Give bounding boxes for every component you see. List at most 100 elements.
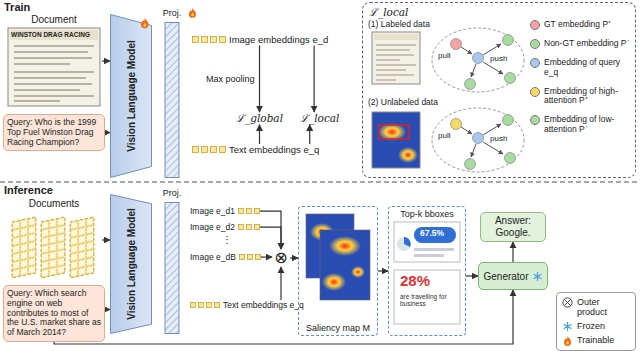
text-label: pull	[438, 131, 450, 140]
text-label: Train	[4, 1, 30, 14]
stage-label: Saliency map M	[306, 323, 370, 333]
frozen-icon	[532, 271, 543, 282]
query-box: Query: Which search engine on web contri…	[3, 285, 105, 342]
text-label: push	[490, 54, 507, 63]
line-shape	[471, 144, 476, 157]
generator-box: Generator	[478, 262, 548, 290]
circle-shape	[473, 53, 484, 64]
image-embedding-row: Image e_dB	[190, 252, 261, 262]
path-shape	[404, 237, 411, 247]
projection-layer: Proj.	[158, 188, 186, 334]
loss-name: ℒ_local	[300, 112, 339, 125]
connector	[512, 242, 513, 262]
text-label: 28%	[400, 272, 430, 289]
rect-shape	[394, 270, 460, 324]
ellipse-shape	[432, 28, 524, 92]
rect-shape	[165, 203, 179, 334]
legend-text: Trainable	[577, 335, 614, 345]
rect-shape	[165, 23, 179, 178]
image-embedding-row: Image e_d1	[190, 206, 260, 216]
circle-shape	[465, 79, 476, 90]
legend-swatch	[530, 20, 540, 30]
path-shape	[141, 18, 149, 28]
circle-shape	[451, 39, 462, 50]
text-label: 67.5%	[420, 229, 444, 239]
polygon-shape	[111, 195, 152, 334]
rect-shape	[247, 254, 252, 259]
polygon-shape	[111, 15, 152, 178]
connector	[259, 45, 260, 112]
rect-shape	[220, 36, 226, 42]
global-loss: ℒ_global	[236, 112, 283, 125]
ellipse-shape	[329, 236, 361, 256]
rect-shape	[199, 302, 204, 307]
text-label: are travelling for business	[400, 293, 456, 308]
g-shape	[41, 217, 65, 278]
legend-text: Embedding of query e_q	[544, 58, 634, 78]
hatched-band	[158, 22, 186, 178]
embedding-label: Image e_dB	[190, 252, 236, 262]
connector	[309, 125, 310, 144]
rect-shape	[202, 36, 208, 42]
legend-item: Frozen	[562, 321, 630, 332]
legend-text: Embedding of high-attention P⁺	[544, 87, 634, 107]
rect-shape	[320, 230, 370, 300]
connector	[105, 309, 110, 310]
embedding-squares	[190, 302, 220, 309]
text-label: WINSTON DRAG RACING	[11, 31, 90, 38]
image-heading: Documents	[6, 198, 102, 210]
rect-shape	[246, 208, 251, 213]
rect-shape	[238, 224, 243, 229]
circle-shape	[505, 73, 516, 84]
vision-language-model: Vision Language Model	[110, 194, 152, 334]
text-label: (2) Unlabeled data	[368, 98, 438, 108]
rect-shape	[10, 30, 98, 40]
legend-text: Embedding of low-attention P⁻	[544, 115, 634, 135]
legend-text: Outer product	[577, 297, 630, 318]
rect-shape	[239, 254, 244, 259]
circle-shape	[503, 115, 514, 126]
text-label: ⋮	[222, 234, 232, 246]
line-shape	[483, 44, 501, 55]
rect-shape	[220, 146, 226, 152]
path-shape	[564, 299, 570, 305]
ellipse-shape	[322, 273, 346, 291]
rect-shape	[211, 146, 217, 152]
rect-shape	[372, 32, 420, 84]
connector	[105, 132, 110, 133]
rect-shape	[379, 125, 409, 139]
document-image: Document	[6, 14, 102, 108]
legend-swatch	[530, 115, 540, 125]
rect-shape	[374, 34, 418, 40]
connector	[280, 267, 281, 300]
legend-text: GT embedding P⁺	[544, 20, 611, 30]
image-embedding-row: Image e_d2	[190, 222, 260, 232]
connector	[290, 257, 298, 258]
rect-shape	[414, 227, 456, 243]
legend-item: Non-GT embedding P⁻	[530, 39, 634, 49]
local-loss: ℒ_local	[300, 112, 339, 125]
connector	[102, 239, 110, 240]
stage-label: Top-k bboxes	[400, 209, 454, 219]
line-shape	[471, 64, 476, 77]
line-shape	[483, 142, 503, 154]
saliency-map: Saliency map M	[298, 206, 378, 336]
circle-shape	[451, 119, 462, 130]
text-embeddings: Text embeddings e_q	[190, 300, 304, 310]
rect-shape	[254, 224, 259, 229]
ellipse-shape	[351, 266, 365, 278]
connector	[260, 227, 281, 249]
legend-swatch	[530, 87, 540, 97]
legend-item: Embedding of query e_q	[530, 58, 634, 78]
rect-shape	[70, 217, 94, 278]
vision-language-model: Vision Language Model	[110, 14, 152, 178]
connector	[102, 60, 110, 61]
connector	[378, 270, 388, 271]
path-shape	[191, 12, 194, 16]
rect-shape	[372, 112, 420, 168]
documents-image: Documents	[6, 198, 102, 282]
connector	[260, 211, 281, 249]
line-shape	[483, 62, 503, 74]
outer-product: ⊗	[272, 249, 290, 267]
rect-shape	[165, 23, 179, 178]
